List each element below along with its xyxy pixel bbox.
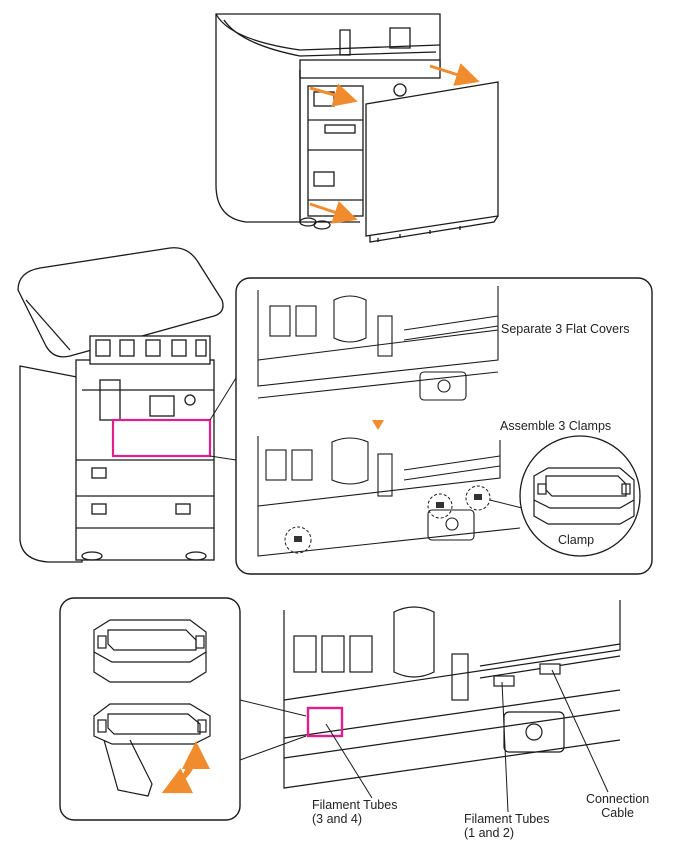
rotate-arrow-back <box>161 755 194 794</box>
label-connection-cable-line1: Connection <box>586 792 650 806</box>
detail-before <box>257 286 499 401</box>
clamp-zoom-connector <box>489 499 523 509</box>
clamp-mark-3 <box>474 494 482 500</box>
arrow-upper-left <box>309 83 358 107</box>
top-printer-illustration <box>215 13 499 243</box>
arrow-lower-left <box>309 200 358 224</box>
arrow-upper-right <box>429 63 480 86</box>
callout-connector-middle <box>209 377 237 461</box>
clamp-position-markers <box>284 485 491 554</box>
label-connection-cable-line2: Cable <box>601 806 634 820</box>
bottom-detail-illustration <box>283 600 621 789</box>
leader-lines <box>325 669 609 813</box>
magenta-highlight-bottom <box>306 706 344 738</box>
removal-arrows <box>309 63 480 224</box>
leader-filament-34 <box>325 723 373 799</box>
clamp-drawing <box>533 467 635 525</box>
leader-filament-12 <box>501 681 509 813</box>
label-filament-tubes-12: Filament Tubes (1 and 2) <box>464 812 549 840</box>
middle-printer-illustration <box>17 247 224 563</box>
label-filament-tubes-12-line1: Filament Tubes <box>464 812 550 826</box>
label-filament-tubes-12-line2: (1 and 2) <box>464 826 515 840</box>
label-clamp: Clamp <box>558 533 595 547</box>
clamp-open-drawing <box>93 703 211 797</box>
clamp-mark-2 <box>436 502 444 508</box>
leader-connection-cable <box>551 669 609 793</box>
detail-after <box>257 436 521 557</box>
callout-connector-bottom <box>239 699 307 761</box>
label-filament-tubes-34-line1: Filament Tubes <box>312 798 398 812</box>
label-filament-tubes-34: Filament Tubes (3 and 4) <box>312 798 397 826</box>
clamp-mark-1 <box>294 536 302 542</box>
label-assemble-clamps: Assemble 3 Clamps <box>500 419 612 433</box>
clamp-closed-drawing <box>93 619 207 683</box>
label-filament-tubes-34-line2: (3 and 4) <box>312 812 363 826</box>
label-separate-covers: Separate 3 Flat Covers <box>501 322 630 336</box>
down-arrow <box>372 420 384 430</box>
label-connection-cable: Connection Cable <box>586 792 649 820</box>
magenta-highlight-middle <box>111 418 212 458</box>
